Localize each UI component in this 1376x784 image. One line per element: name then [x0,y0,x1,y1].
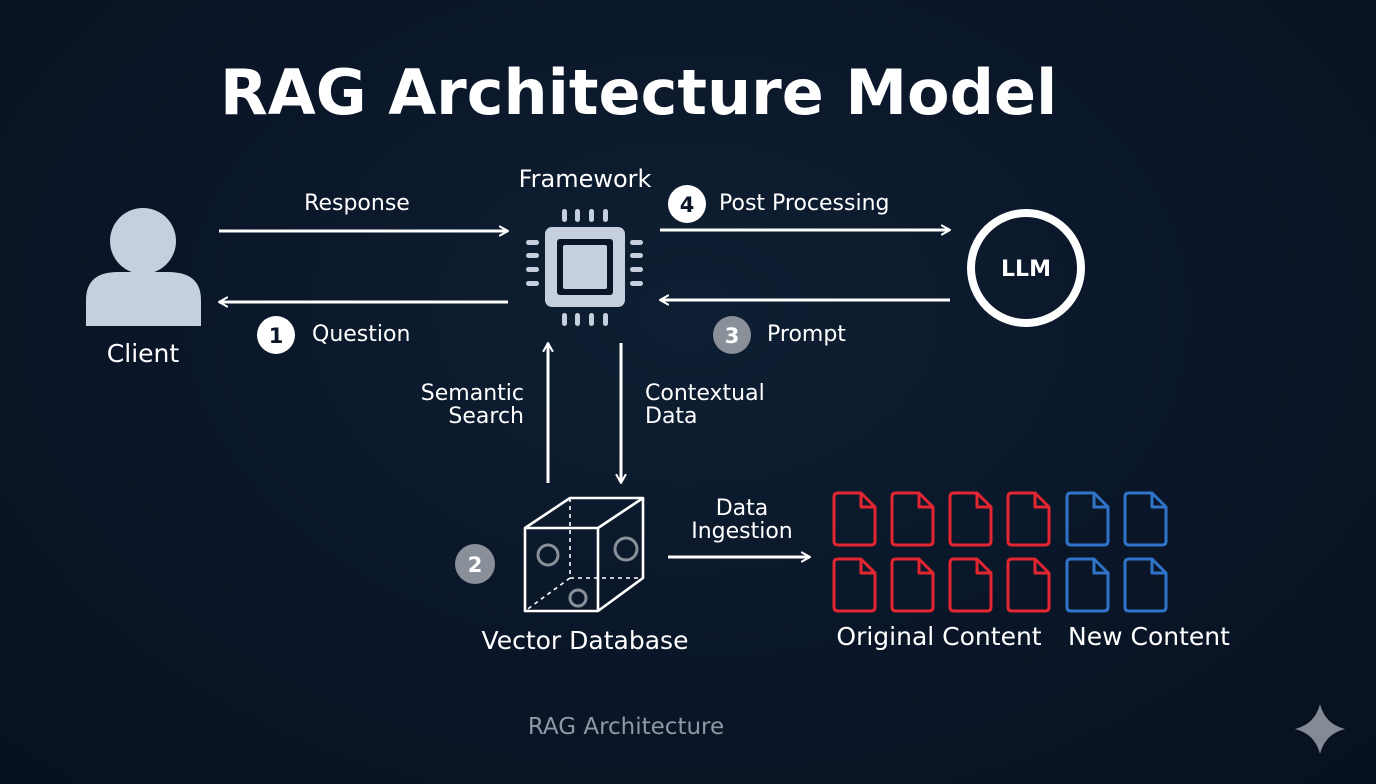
step-3-number: 3 [725,324,740,348]
semantic-search-label-line1: Semantic [421,381,524,406]
chip-icon [526,209,643,326]
response-edge: Response [219,191,508,231]
original-content-document-icon [1006,491,1051,547]
client-label: Client [107,339,180,368]
llm-label: LLM [1001,257,1051,282]
vector-database-node: 2 Vector Database [455,496,689,655]
post-processing-edge: 4 Post Processing [660,185,950,230]
original-content-document-icon [890,491,935,547]
new-content-label: New Content [1068,622,1230,651]
new-content-document-icon [1065,491,1110,547]
contextual-data-edge: Contextual Data [621,343,765,483]
sparkle-icon [1295,704,1345,754]
original-content-document-icon [1006,557,1051,613]
question-edge: 1 Question [219,302,508,354]
original-content-document-icon [948,557,993,613]
semantic-search-edge: Semantic Search [421,343,548,483]
post-processing-label: Post Processing [719,191,890,216]
original-content-document-icon [890,557,935,613]
new-content-documents [1065,491,1168,613]
original-content-document-icon [948,491,993,547]
diagram-title: RAG Architecture Model [220,56,1057,129]
caption: RAG Architecture [528,714,724,740]
step-3-badge: 3 [713,316,751,354]
step-4-number: 4 [680,193,695,217]
user-icon [86,208,201,326]
vector-database-label: Vector Database [482,626,689,655]
step-1-badge: 1 [257,316,295,354]
step-2-badge: 2 [455,544,495,584]
step-2-number: 2 [468,553,483,577]
original-content-document-icon [832,557,877,613]
data-ingestion-label-line2: Ingestion [691,519,793,544]
response-label: Response [304,191,410,216]
new-content-document-icon [1123,557,1168,613]
new-content-document-icon [1065,557,1110,613]
original-content-label: Original Content [836,622,1041,651]
original-content-documents [832,491,1051,613]
new-content-document-icon [1123,491,1168,547]
question-label: Question [312,322,410,347]
framework-node: Framework [519,165,652,326]
step-4-badge: 4 [668,185,706,223]
cube-icon [523,496,645,613]
prompt-label: Prompt [767,322,846,347]
prompt-edge: 3 Prompt [660,300,950,354]
semantic-search-label-line2: Search [448,404,524,429]
contextual-data-label-line1: Contextual [645,381,765,406]
llm-node: LLM [967,209,1085,327]
original-content-document-icon [832,491,877,547]
data-ingestion-label-line1: Data [716,496,769,521]
framework-label: Framework [519,165,652,193]
step-1-number: 1 [269,324,284,348]
contextual-data-label-line2: Data [645,404,698,429]
client-node: Client [86,208,201,368]
data-ingestion-edge: Data Ingestion [668,496,810,557]
